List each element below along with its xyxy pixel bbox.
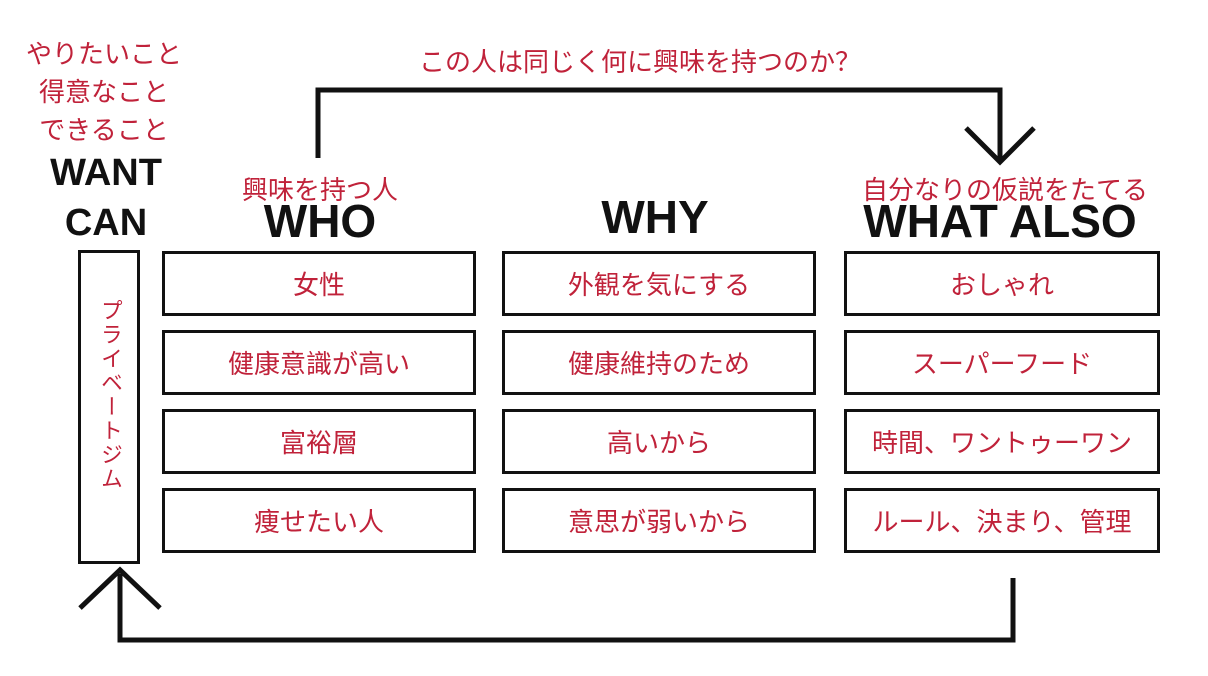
top-connector-line [315,87,1003,162]
top-arrowhead [964,126,1036,166]
why-item: 健康維持のため [502,330,816,395]
who-item: 富裕層 [162,409,476,474]
what-also-sublabel: 自分なりの仮説をたてる [861,176,1148,206]
what-also-item: 時間、ワントゥーワン [844,409,1160,474]
top-question: この人は同じく何に興味を持つのか？ [418,48,861,78]
who-item: 女性 [162,251,476,316]
what-also-item: おしゃれ [844,251,1160,316]
bottom-connector-line [117,574,1016,643]
why-item: 外観を気にする [502,251,816,316]
service-box: プライベートジム [78,250,140,564]
what-also-item: スーパーフード [844,330,1160,395]
who-heading: WHO [263,195,377,247]
who-sublabel: 興味を持つ人 [241,176,398,206]
why-item: 意思が弱いから [502,488,816,553]
why-heading: WHY [601,191,709,243]
bottom-arrowhead [78,566,162,610]
who-item: 健康意識が高い [162,330,476,395]
who-item: 痩せたい人 [162,488,476,553]
service-label: プライベートジム [97,299,122,491]
want-can-description: やりたいこと 得意なこと できること [25,40,182,146]
what-also-heading: WHAT ALSO [863,195,1137,247]
want-can-heading: WANT CAN [50,152,162,244]
why-item: 高いから [502,409,816,474]
what-also-item: ルール、決まり、管理 [844,488,1160,553]
